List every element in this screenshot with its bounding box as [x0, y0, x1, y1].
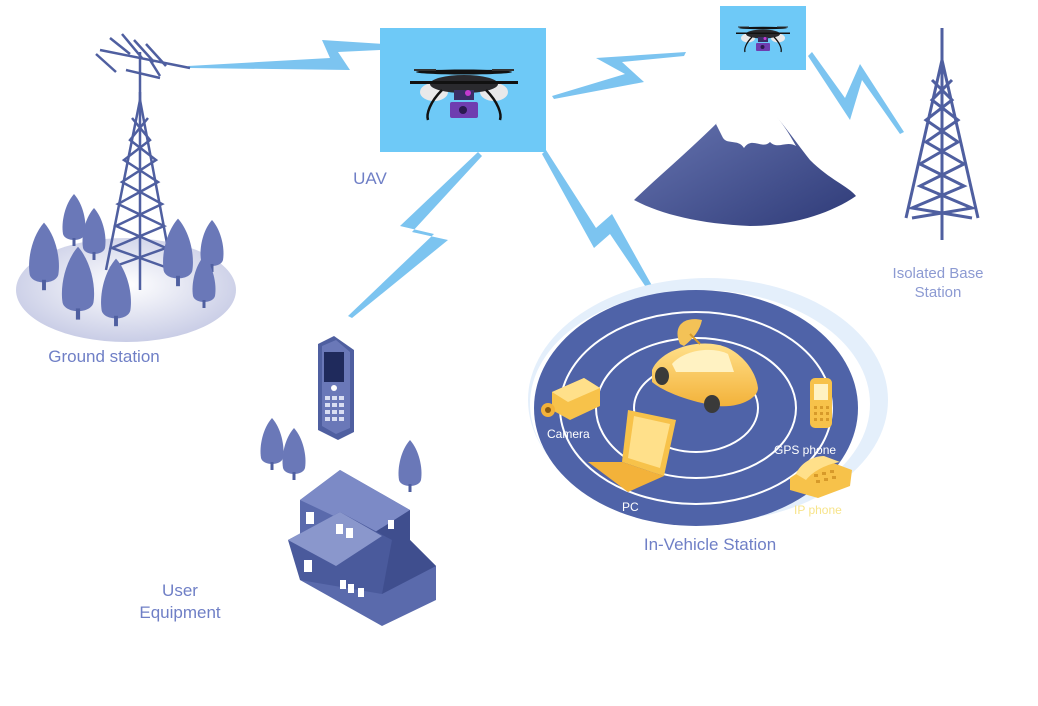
user-equipment-label: User Equipment: [139, 581, 221, 622]
isolated-base-station: [904, 28, 980, 240]
ip-phone-label: IP phone: [794, 503, 842, 517]
ground-station-label: Ground station: [48, 347, 160, 366]
vehicle: [652, 319, 758, 413]
ip-phone-device: [790, 456, 852, 498]
mobile-phone: [318, 336, 354, 440]
gps-phone-label: GPS phone: [774, 443, 837, 457]
link-ground-uav: [188, 40, 384, 70]
link-uav-user-equipment: [348, 152, 482, 318]
isolated-base-station-label: Isolated Base Station: [892, 265, 984, 301]
camera-device: [541, 378, 600, 420]
link-drone-isolated-station: [808, 52, 904, 134]
in-vehicle-station-label: In-Vehicle Station: [643, 535, 777, 554]
link-uav-vehicle: [542, 150, 660, 302]
camera-label: Camera: [547, 427, 590, 441]
uav-relay: [720, 6, 806, 70]
pc-device: [588, 410, 676, 492]
ground-station: [16, 33, 236, 342]
uav-label: UAV: [353, 169, 387, 188]
uav-main: [380, 28, 546, 152]
wireless-links: [188, 40, 904, 318]
link-uav-relay-drone: [552, 52, 686, 99]
pc-label: PC: [622, 500, 639, 514]
mountain: [634, 101, 856, 226]
gps-phone-device: [810, 378, 832, 428]
house: [260, 418, 436, 626]
